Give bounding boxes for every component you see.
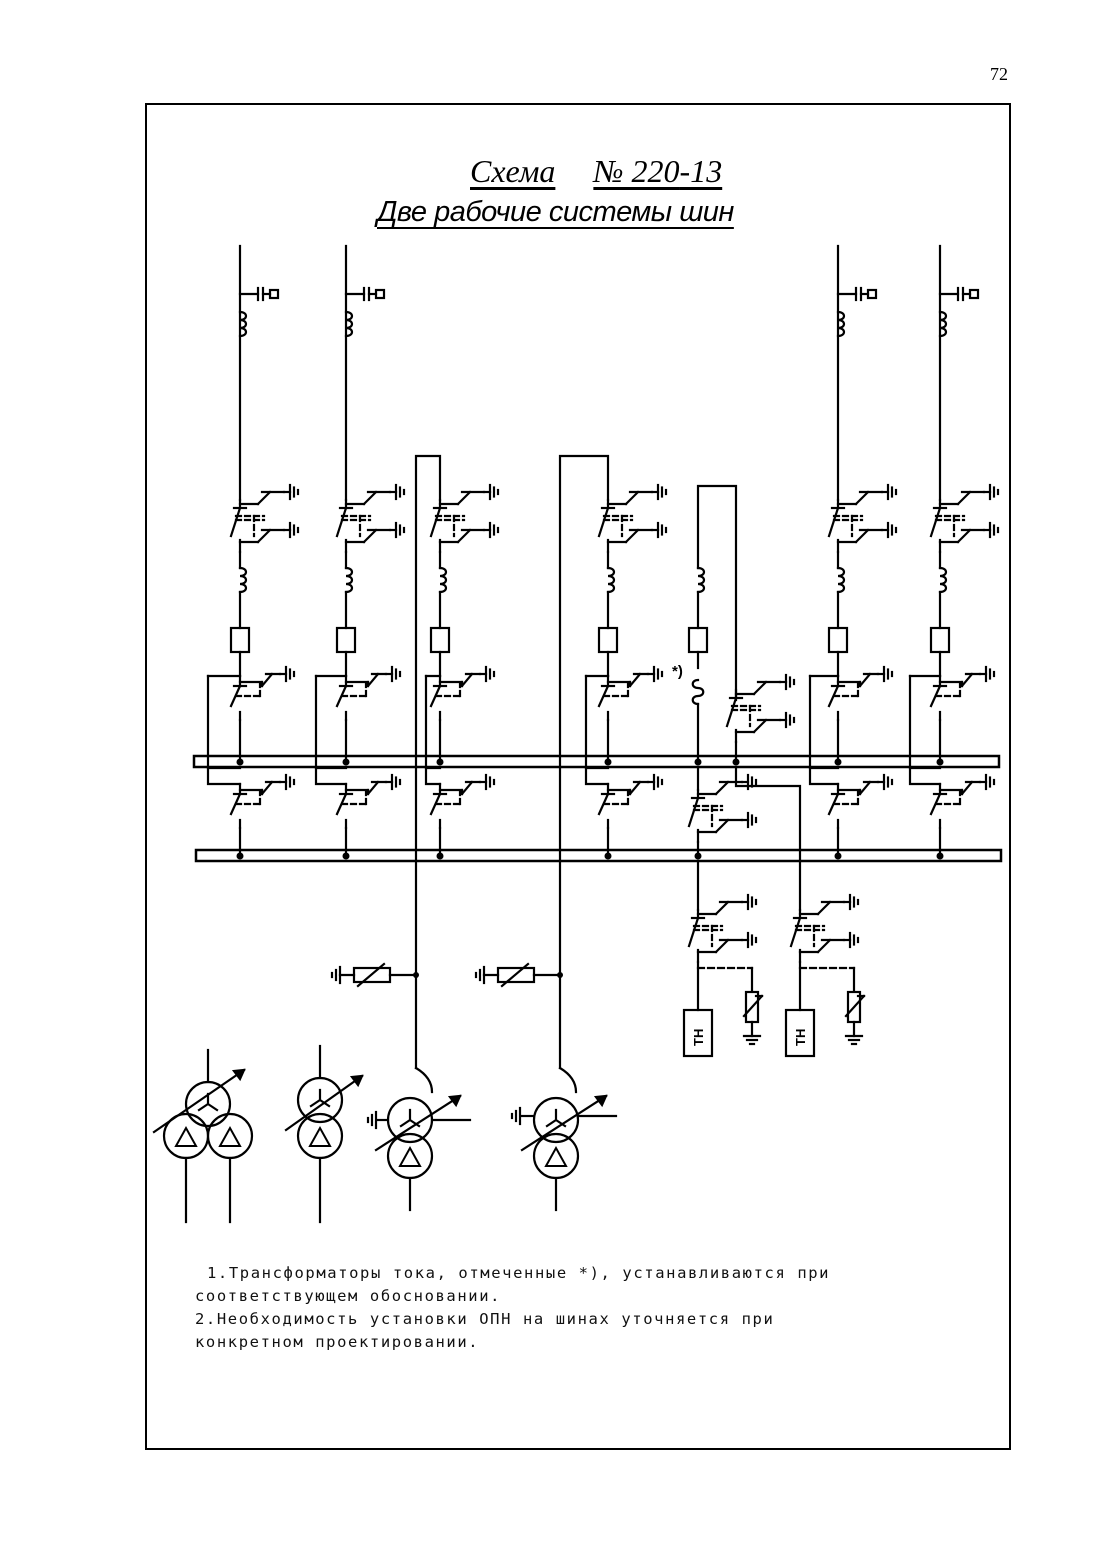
note-line-4: конкретном проектировании. <box>195 1333 480 1351</box>
scheme-word: Схема <box>470 153 556 189</box>
note-line-3: 2.Необходимость установки ОПН на шинах у… <box>195 1310 775 1328</box>
bus2-disconnectors <box>206 766 994 858</box>
ct-marker: *) <box>672 663 683 680</box>
bus-junction-dots <box>236 758 944 978</box>
line-bay-1 <box>229 244 298 678</box>
bus-coupler <box>687 484 794 858</box>
transformer-split-winding <box>152 1048 254 1224</box>
scheme-suffix: -13 <box>679 153 723 189</box>
vt-bay-2 <box>734 766 866 1058</box>
transformer-bay-1 <box>414 454 498 1070</box>
bus1-disconnectors <box>206 667 994 770</box>
notes-block: 1.Трансформаторы тока, отмеченные *), ус… <box>195 1262 985 1354</box>
transformer-two-winding-1 <box>284 1044 364 1224</box>
note-line-1: 1.Трансформаторы тока, отмеченные *), ус… <box>207 1264 831 1282</box>
surge-arrester-1 <box>330 962 418 988</box>
line-bay-4 <box>929 244 998 678</box>
transformer-bay-2 <box>558 454 666 1070</box>
transformer-autotransformer-2 <box>510 1066 618 1212</box>
scheme-title: Схема № 220-13 <box>200 153 1000 190</box>
vt-bay-1 <box>682 859 764 1058</box>
vt-label-1: ТН <box>691 1029 706 1046</box>
note-line-2: соответствующем обосновании. <box>195 1287 502 1305</box>
scheme-number: № 220 <box>593 153 680 189</box>
surge-arrester-2 <box>474 962 562 988</box>
line-bay-2 <box>335 244 404 678</box>
vt-label-2: ТН <box>793 1029 808 1046</box>
scheme-subtitle: Две рабочие системы шин <box>377 196 734 228</box>
page-number: 72 <box>990 64 1008 84</box>
drawing-frame <box>145 103 1011 1450</box>
transformer-autotransformer-1 <box>366 1066 472 1212</box>
line-bay-3 <box>827 244 896 678</box>
